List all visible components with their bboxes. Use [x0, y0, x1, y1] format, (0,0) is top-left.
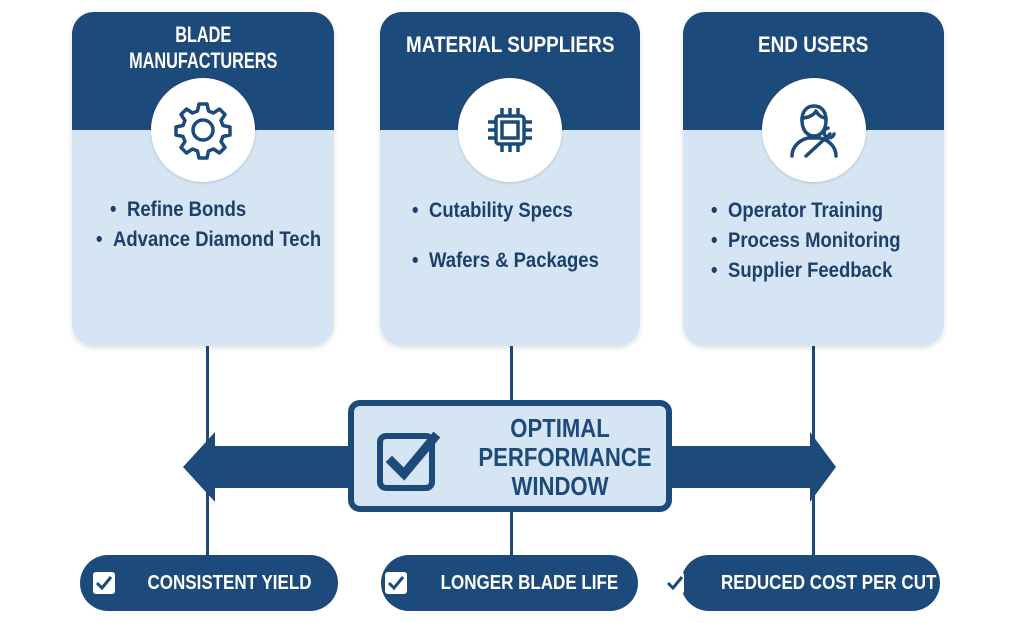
card-end-users: END USERS Operator Training Process Moni…: [683, 12, 944, 346]
center-title-line: OPTIMAL: [510, 413, 610, 443]
center-title-line: WINDOW: [511, 471, 609, 501]
list-item: Cutability Specs: [412, 199, 613, 223]
chip-icon: [458, 78, 562, 182]
card-title-line: MANUFACTURERS: [128, 48, 278, 73]
outcome-label: CONSISTENT YIELD: [146, 571, 312, 594]
list-item: Supplier Feedback: [711, 256, 916, 286]
optimal-performance-window: OPTIMAL PERFORMANCE WINDOW: [348, 400, 672, 512]
list-item: Advance Diamond Tech: [96, 228, 321, 252]
card-title: END USERS: [758, 32, 869, 57]
gear-icon: [151, 78, 255, 182]
check-icon: [92, 572, 115, 594]
center-title-line: PERFORMANCE: [478, 442, 652, 472]
outcome-label: LONGER BLADE LIFE: [440, 571, 619, 594]
operator-wrench-icon: [761, 78, 866, 182]
card-title-line: BLADE: [174, 22, 232, 47]
check-icon: [665, 572, 684, 594]
card-title: MATERIAL SUPPLIERS: [405, 32, 615, 57]
list-item: Process Monitoring: [711, 226, 916, 256]
outcome-reduced-cost-per-cut: REDUCED COST PER CUT: [665, 555, 940, 611]
outcome-longer-blade-life: LONGER BLADE LIFE: [381, 555, 638, 611]
outcome-consistent-yield: CONSISTENT YIELD: [80, 555, 338, 611]
list-item: Refine Bonds: [110, 198, 307, 222]
outcome-label: REDUCED COST PER CUT: [720, 571, 937, 594]
checkbox-check-icon: [377, 431, 441, 491]
list-item: Operator Training: [711, 196, 916, 226]
list-item: Wafers & Packages: [412, 249, 613, 273]
card-material-suppliers: MATERIAL SUPPLIERS Cutability Specs Wafe…: [380, 12, 640, 346]
check-icon: [385, 572, 408, 594]
